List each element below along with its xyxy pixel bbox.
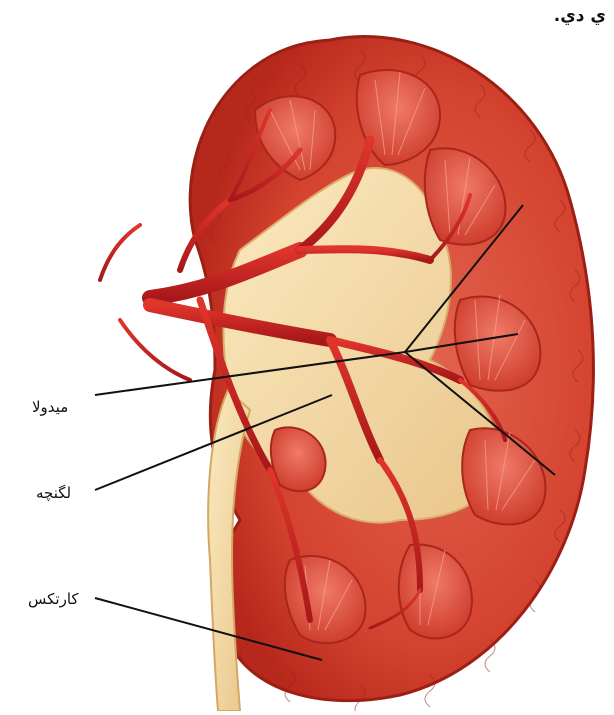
label-cortex: كارتكس	[28, 590, 79, 608]
label-medulla: ميدولا	[32, 398, 68, 416]
caption-fragment: ي دي.	[554, 6, 606, 26]
label-pelvis: لگنچه	[36, 484, 71, 502]
